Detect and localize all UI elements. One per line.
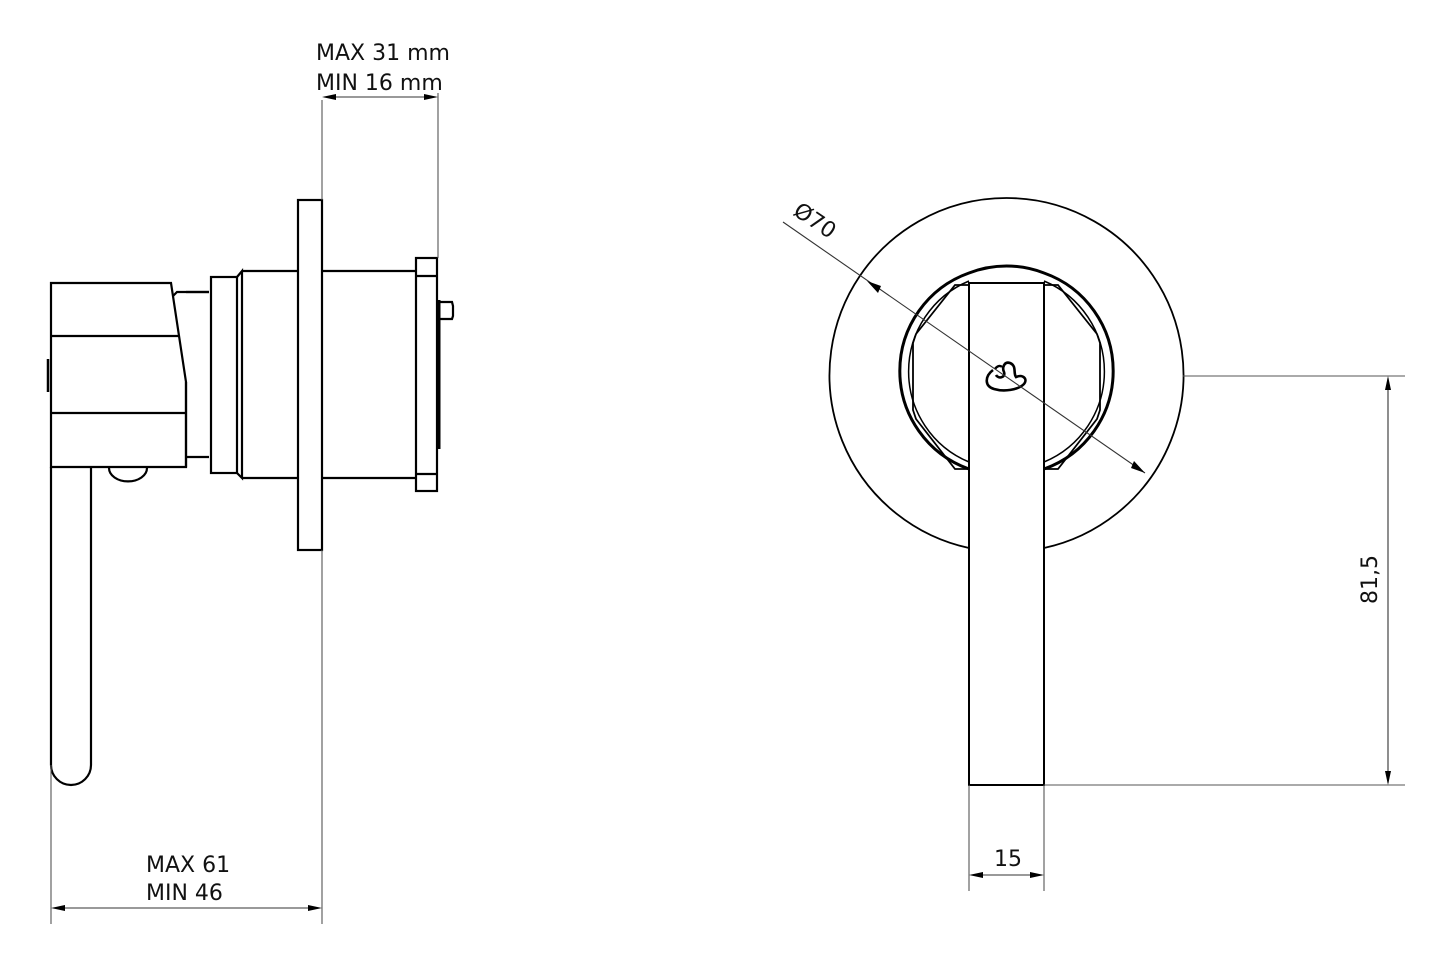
side-view: MAX 31 mm MIN 16 mm MAX 61 MIN 46 [46, 41, 455, 924]
dimension-label-min-46: MIN 46 [146, 881, 223, 906]
dimension-label-max-61: MAX 61 [146, 853, 230, 878]
rosette-circle [828, 197, 1185, 549]
dimension-lever-width: 15 [968, 785, 1045, 891]
wall-flange [296, 198, 324, 552]
dimension-diameter: Ø70 [782, 198, 1146, 474]
dimension-projection: MAX 61 MIN 46 [50, 550, 323, 924]
dimension-label-15: 15 [994, 847, 1022, 872]
dimension-label-min-16: MIN 16 mm [316, 71, 443, 96]
brand-logo-icon [985, 361, 1027, 392]
inner-ring [898, 264, 1115, 471]
dimension-label-81-5: 81,5 [1358, 555, 1383, 604]
cartridge-body [186, 267, 416, 481]
hex-nut [912, 284, 1101, 470]
lever-front [968, 282, 1045, 786]
dimension-label-max-31: MAX 31 mm [316, 41, 450, 66]
handle-body [46, 281, 209, 469]
end-cap [414, 256, 455, 493]
dimension-lever-length: 81,5 [1044, 375, 1405, 786]
front-view: Ø70 81,5 15 [782, 197, 1405, 891]
dimension-wall-depth: MAX 31 mm MIN 16 mm [316, 41, 450, 258]
dimension-label-diameter: Ø70 [789, 198, 841, 244]
lever-side [49, 467, 149, 787]
